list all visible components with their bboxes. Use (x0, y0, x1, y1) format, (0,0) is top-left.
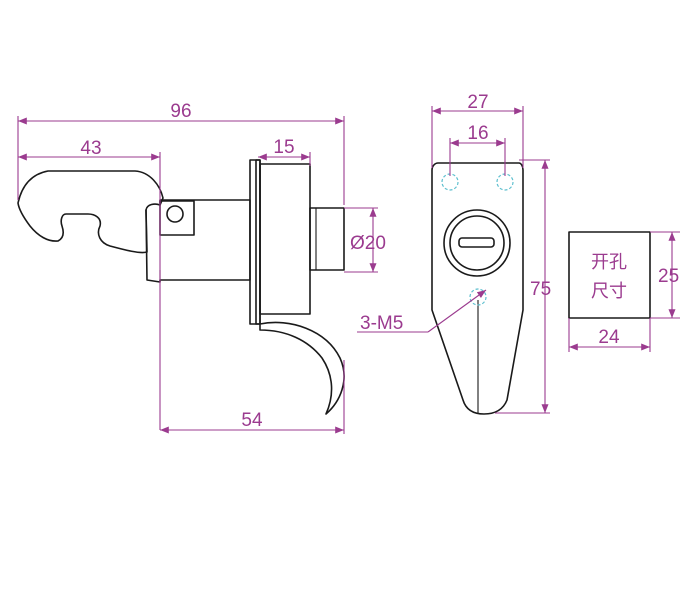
label-3-m5: 3-M5 (360, 313, 403, 334)
dim-overall-width: 96 (17, 101, 345, 205)
dim-cutout-height: 25 (650, 231, 680, 319)
dim-hook-width: 43 (18, 138, 161, 430)
cutout-label-line2: 尺寸 (591, 281, 627, 302)
front-view (431, 162, 524, 415)
lock-cylinder-outer (443, 209, 511, 277)
mount-hole-right (496, 173, 514, 191)
lock-cylinder-inner (449, 215, 505, 271)
cutout-view: 开孔 尺寸 (568, 231, 651, 319)
dim-label-16: 16 (467, 123, 488, 144)
handle-curve (259, 321, 345, 415)
dim-label-27: 27 (467, 92, 488, 113)
dim-label-25: 25 (658, 266, 679, 287)
dim-plate-height: 75 (495, 159, 551, 414)
mount-hole-bottom (469, 288, 487, 306)
key-slot (458, 237, 495, 248)
pivot-hole (166, 205, 184, 223)
hook-outline (17, 170, 164, 254)
dim-plate-width: 27 (431, 92, 524, 168)
side-view (17, 159, 345, 415)
flange-body (259, 163, 311, 315)
knob (309, 207, 345, 271)
mount-hole-left (441, 173, 459, 191)
dim-label-96: 96 (170, 101, 191, 122)
dim-label-15: 15 (273, 137, 294, 158)
shaft-outline (145, 199, 251, 283)
cutout-label-line1: 开孔 (591, 252, 627, 273)
dim-label-75: 75 (530, 279, 551, 300)
dim-hole-spacing: 16 (449, 123, 506, 176)
dim-base-length: 54 (160, 360, 345, 434)
dim-label-43: 43 (80, 138, 101, 159)
flange-plate-outer (249, 159, 261, 325)
dim-flange-width: 15 (258, 137, 311, 166)
dim-knob-diameter: Ø20 (344, 207, 386, 273)
cutout-rect (568, 231, 651, 319)
dim-label-54: 54 (241, 410, 263, 431)
dim-label-d20: Ø20 (350, 233, 386, 254)
dim-cutout-width: 24 (568, 318, 651, 352)
leader-thread-spec: 3-M5 (357, 289, 487, 334)
dim-label-24: 24 (598, 327, 620, 348)
